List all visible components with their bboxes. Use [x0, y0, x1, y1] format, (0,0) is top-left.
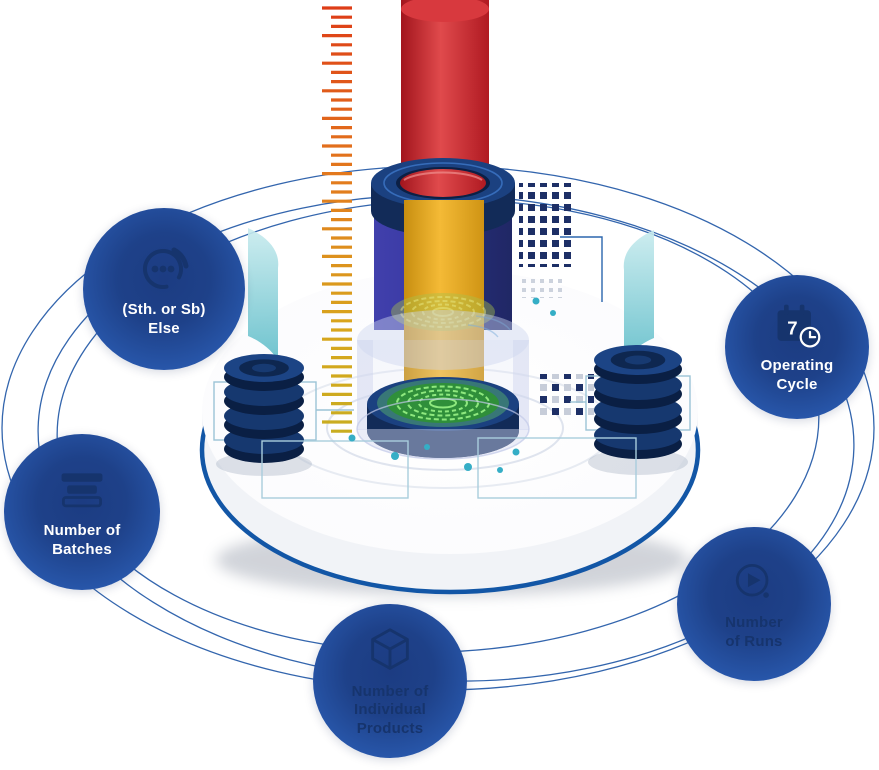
node-operating-cycle: 7 Operating Cycle [725, 275, 869, 419]
cube-icon [363, 624, 417, 678]
calendar-clock-icon: 7 [771, 300, 823, 352]
ruler-scale [322, 6, 352, 433]
dot-grids [519, 183, 603, 415]
glass-shell-front [356, 398, 530, 460]
node-something-else: (Sth. or Sb) Else [83, 208, 245, 370]
teal-ribbons [248, 228, 654, 362]
play-circle-icon [728, 557, 780, 609]
teal-droplets [348, 297, 556, 473]
ellipsis-circle-icon [136, 240, 192, 296]
mid-coil [391, 293, 511, 338]
tower [371, 0, 515, 400]
node-label: (Sth. or Sb) Else [122, 301, 206, 337]
node-label: Number of Batches [43, 522, 121, 558]
node-number-of-batches: Number of Batches [4, 434, 160, 590]
node-label: Number of Runs [725, 614, 783, 650]
node-label: Number of Individual Products [351, 683, 429, 737]
node-number-of-runs: Number of Runs [677, 527, 831, 681]
database-stack-right [594, 345, 682, 459]
green-coil [377, 379, 509, 427]
node-number-of-individual-products: Number of Individual Products [313, 604, 467, 758]
outline-boxes [261, 437, 637, 499]
database-stack-left [224, 354, 304, 463]
node-label: Operating Cycle [760, 357, 834, 393]
stacked-layers-icon [56, 465, 108, 517]
calendar-day-text: 7 [787, 318, 797, 339]
